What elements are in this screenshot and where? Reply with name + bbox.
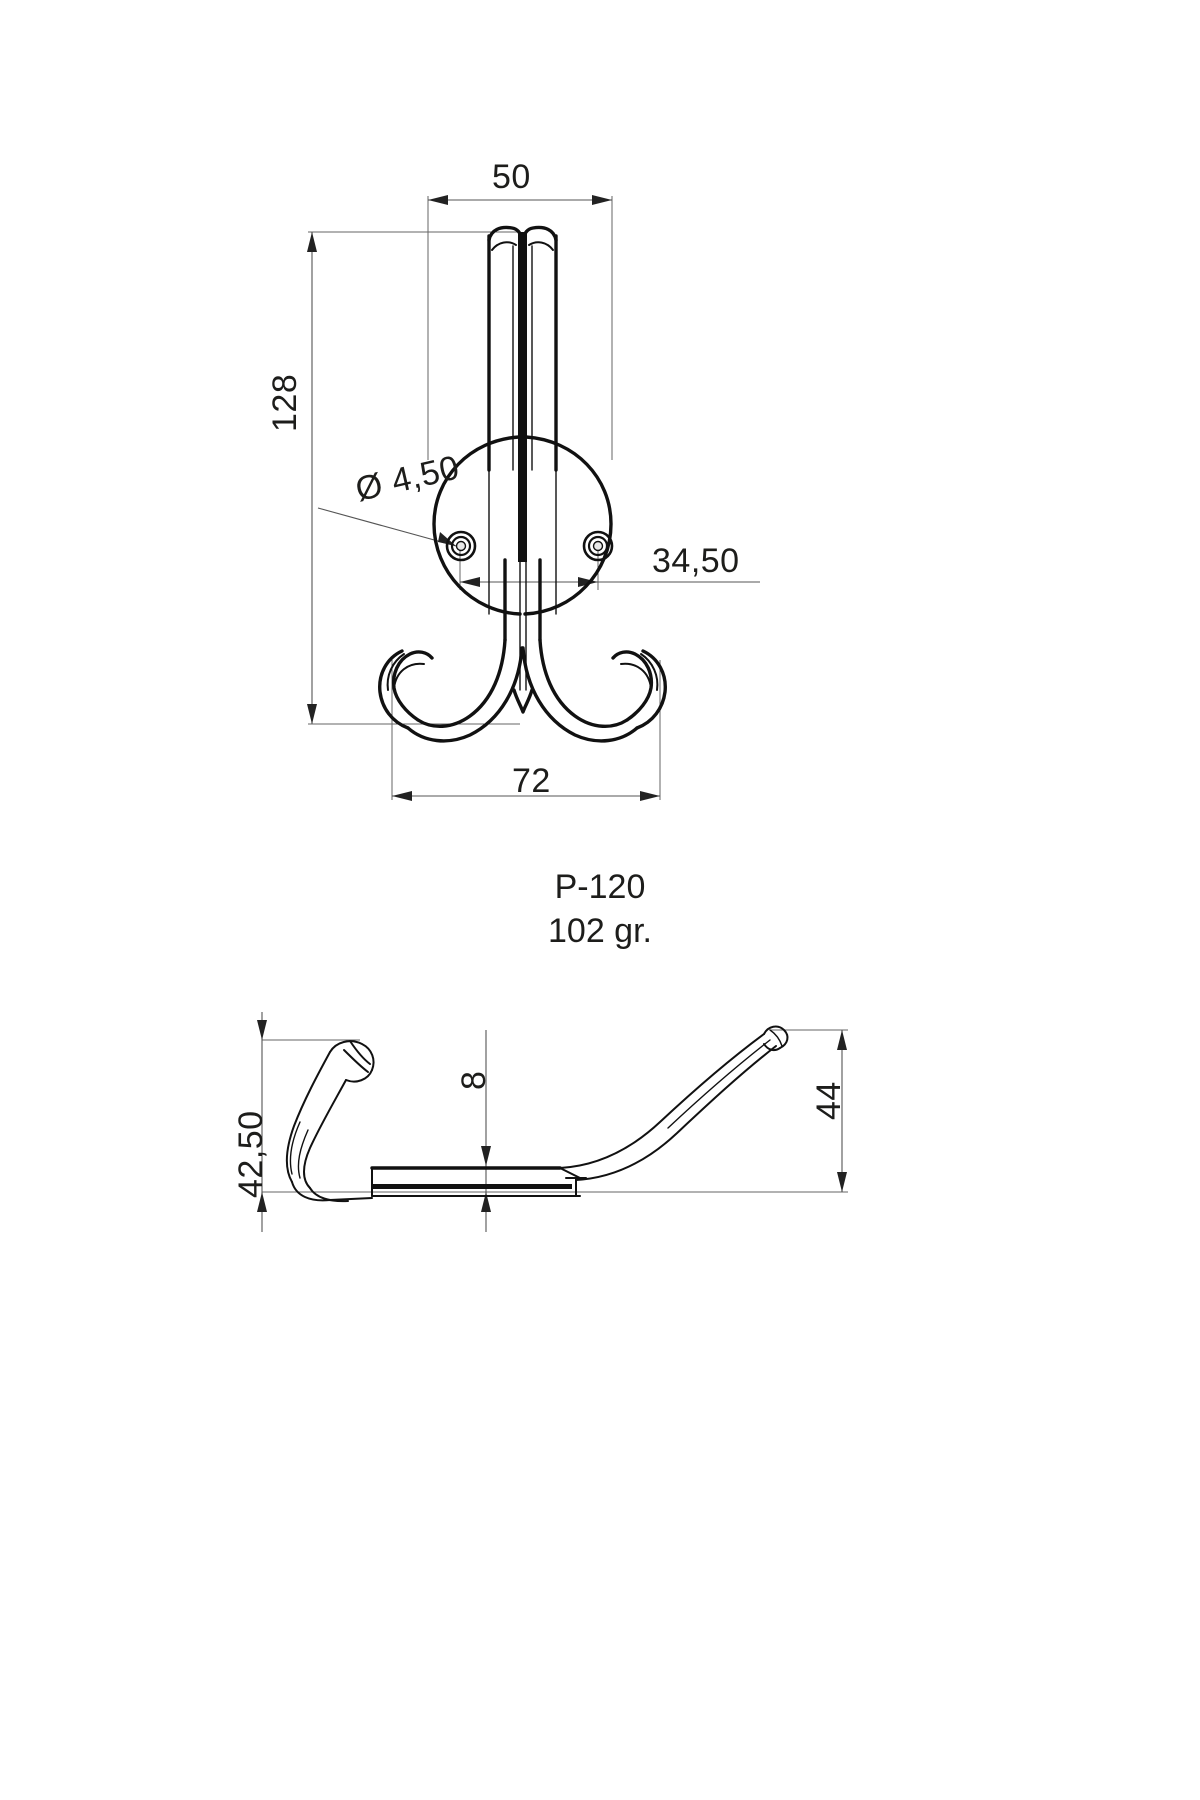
dimension-label-width-top: 50 [492, 158, 531, 196]
front-view-hook-body [378, 225, 667, 743]
dimension-label-hole-spacing: 34,50 [652, 542, 740, 580]
side-view-dimension-lines [257, 1012, 848, 1232]
dimension-label-overall-width: 72 [512, 762, 551, 800]
dimension-label-hook-height-left: 42,50 [232, 1110, 270, 1198]
dimension-label-total-height: 128 [266, 373, 304, 432]
dimension-label-plate-thickness: 8 [455, 1070, 493, 1090]
dimension-label-hook-height-right: 44 [810, 1081, 848, 1120]
part-code-label: P-120 [554, 868, 646, 906]
part-weight-label: 102 gr. [548, 912, 652, 950]
side-view-hook-body [286, 1025, 789, 1203]
